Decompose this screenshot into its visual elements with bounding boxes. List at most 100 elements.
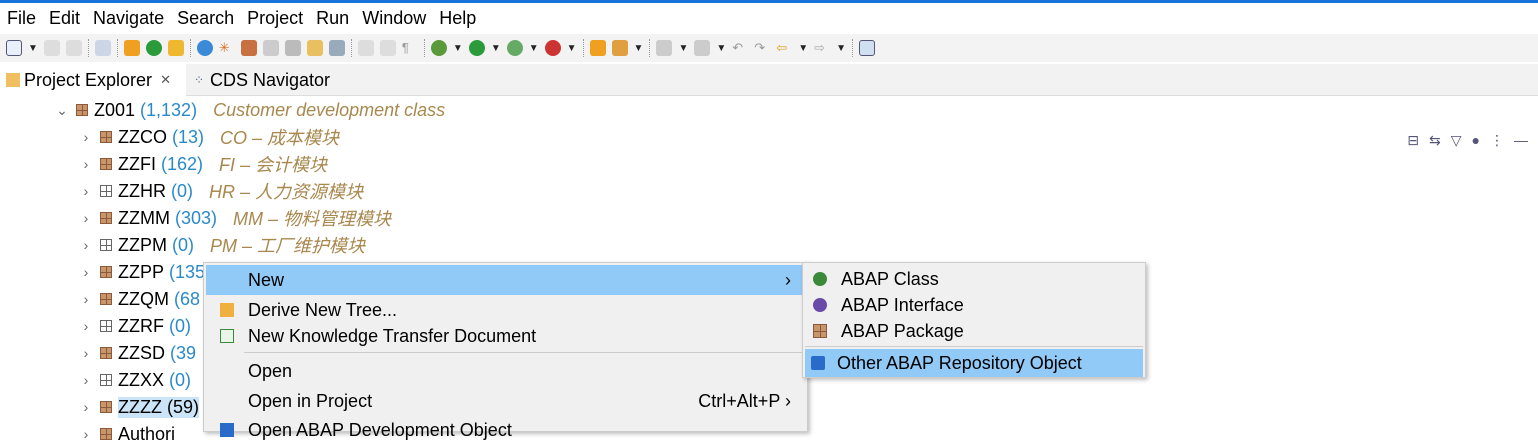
menu-item-label: ABAP Interface [841,294,964,315]
tree-node[interactable]: ›ZZCO(13)CO – 成本模块 [76,124,339,150]
cds-navigator-icon: ⁘ [194,73,205,87]
submenu-item-abap-package[interactable]: ABAP Package [805,317,1143,345]
tab-project-explorer[interactable]: Project Explorer ✕ [0,64,186,96]
lock-icon[interactable] [284,40,301,56]
chevron-right-icon[interactable]: › [83,399,89,415]
chevron-right-icon[interactable]: › [83,237,89,253]
minimize-icon[interactable]: — [1514,132,1528,148]
chevron-right-icon[interactable]: › [83,291,89,307]
chevron-right-icon[interactable]: › [83,183,89,199]
open-folder-icon[interactable] [589,40,606,56]
prev-annotation-icon[interactable] [694,40,711,56]
chevron-right-icon[interactable]: › [83,156,89,172]
next-annotation-icon[interactable] [656,40,673,56]
tree-node[interactable]: ›ZZSD(39 [76,340,196,366]
save-icon[interactable] [43,40,60,56]
run-icon[interactable] [145,40,162,56]
tree-node[interactable]: › ZZXX(0) [76,367,191,393]
close-icon[interactable]: ✕ [160,72,171,87]
collapse-all-icon[interactable]: ⊟ [1407,132,1420,148]
chevron-right-icon[interactable]: › [83,372,89,388]
debug-icon[interactable] [430,40,447,56]
menu-file[interactable]: File [7,8,37,28]
chevron-down-icon[interactable]: ⌄ [56,101,68,118]
chevron-right-icon[interactable]: › [83,318,89,334]
filter-icon[interactable]: ▽ [1450,132,1462,148]
menu-item-label: New [248,269,285,290]
link-icon[interactable] [94,40,111,56]
view-options-icon[interactable]: ● [1471,132,1480,148]
outline-icon[interactable] [379,40,396,56]
menu-search[interactable]: Search [177,8,235,28]
where-used-icon[interactable] [262,40,279,56]
stop-icon[interactable] [544,40,561,56]
node-description: FI – 会计模块 [219,155,328,175]
check-icon[interactable] [196,40,213,56]
chevron-right-icon[interactable]: › [83,426,89,442]
menu-item-label: Open [248,360,293,381]
hierarchy-icon[interactable] [328,40,345,56]
menu-item-derive-new-tree[interactable]: Derive New Tree... [206,295,805,325]
transport-icon[interactable] [306,40,323,56]
node-name: ZZPM [118,234,167,255]
tree-node[interactable]: ›ZZFI(162)FI – 会计模块 [76,151,327,177]
menu-window[interactable]: Window [362,8,427,28]
menu-item-new[interactable]: New› [206,265,805,295]
activate-icon[interactable]: ✳ [218,40,230,55]
forward-icon[interactable]: ⇨ [814,40,826,55]
package-icon [100,293,112,305]
menu-edit[interactable]: Edit [49,8,81,28]
new-dropdown-icon[interactable]: ▼ [28,42,38,54]
tree-node[interactable]: ›ZZRF(0) [76,313,191,339]
menu-item-label: Open ABAP Development Object [248,419,512,440]
node-name: ZZFI [118,153,156,174]
view-menu-icon[interactable]: ⋮ [1490,132,1504,148]
node-count: (13) [172,126,205,147]
chevron-right-icon[interactable]: › [83,264,89,280]
tree-node[interactable]: ›ZZHR(0)HR – 人力资源模块 [76,178,363,204]
run-config-icon[interactable] [506,40,523,56]
pilcrow-icon[interactable]: ¶ [401,40,409,55]
tree-node[interactable]: ›ZZPM(0)PM – 工厂维护模块 [76,232,365,258]
run-app-icon[interactable] [468,40,485,56]
chevron-right-icon[interactable]: › [83,210,89,226]
menu-navigate[interactable]: Navigate [93,8,165,28]
package-icon [100,131,112,143]
new-icon[interactable] [6,40,22,56]
submenu-item-other-abap-object[interactable]: Other ABAP Repository Object [805,349,1143,377]
menu-item-new-ktd[interactable]: New Knowledge Transfer Document [206,321,805,351]
submenu-item-abap-class[interactable]: ABAP Class [805,265,1143,293]
menu-help[interactable]: Help [439,8,477,28]
tree-node[interactable]: ›ZZQM(68 [76,286,200,312]
node-name: ZZXX [118,369,165,390]
refresh-icon[interactable] [167,40,184,56]
menu-item-open-abap-dev-object[interactable]: Open ABAP Development Object [206,415,805,445]
format-icon[interactable] [357,40,374,56]
last-edit-icon[interactable]: ↶ [732,40,744,55]
node-count: (0) [169,369,192,390]
save-all-icon[interactable] [65,40,82,56]
submenu-item-abap-interface[interactable]: ABAP Interface [805,291,1143,319]
chevron-right-icon[interactable]: › [83,345,89,361]
back-icon[interactable]: ⇦ [776,40,788,55]
document-icon [220,329,234,343]
link-editor-icon[interactable]: ⇆ [1429,132,1441,148]
next-edit-icon[interactable]: ↷ [754,40,766,55]
menu-item-open[interactable]: Open [206,356,805,386]
tree-node[interactable]: ›ZZPP(135 [76,259,205,285]
open-perspective-icon[interactable] [859,40,876,56]
open-object-icon[interactable] [123,40,140,56]
activate-all-icon[interactable] [240,40,257,56]
tree-node[interactable]: ›ZZZZ(59) [76,394,199,420]
menu-project[interactable]: Project [247,8,304,28]
tab-cds-navigator[interactable]: ⁘ CDS Navigator [188,64,330,96]
tree-node-root[interactable]: ⌄ Z001 (1,132) Customer development clas… [52,97,445,123]
tree-node[interactable]: ›Authori [76,421,175,447]
pen-icon[interactable] [611,40,628,56]
menu-run[interactable]: Run [316,8,350,28]
package-icon [100,347,112,359]
chevron-right-icon[interactable]: › [83,129,89,145]
tree-node[interactable]: ›ZZMM(303)MM – 物料管理模块 [76,205,391,231]
menu-separator [244,352,805,353]
